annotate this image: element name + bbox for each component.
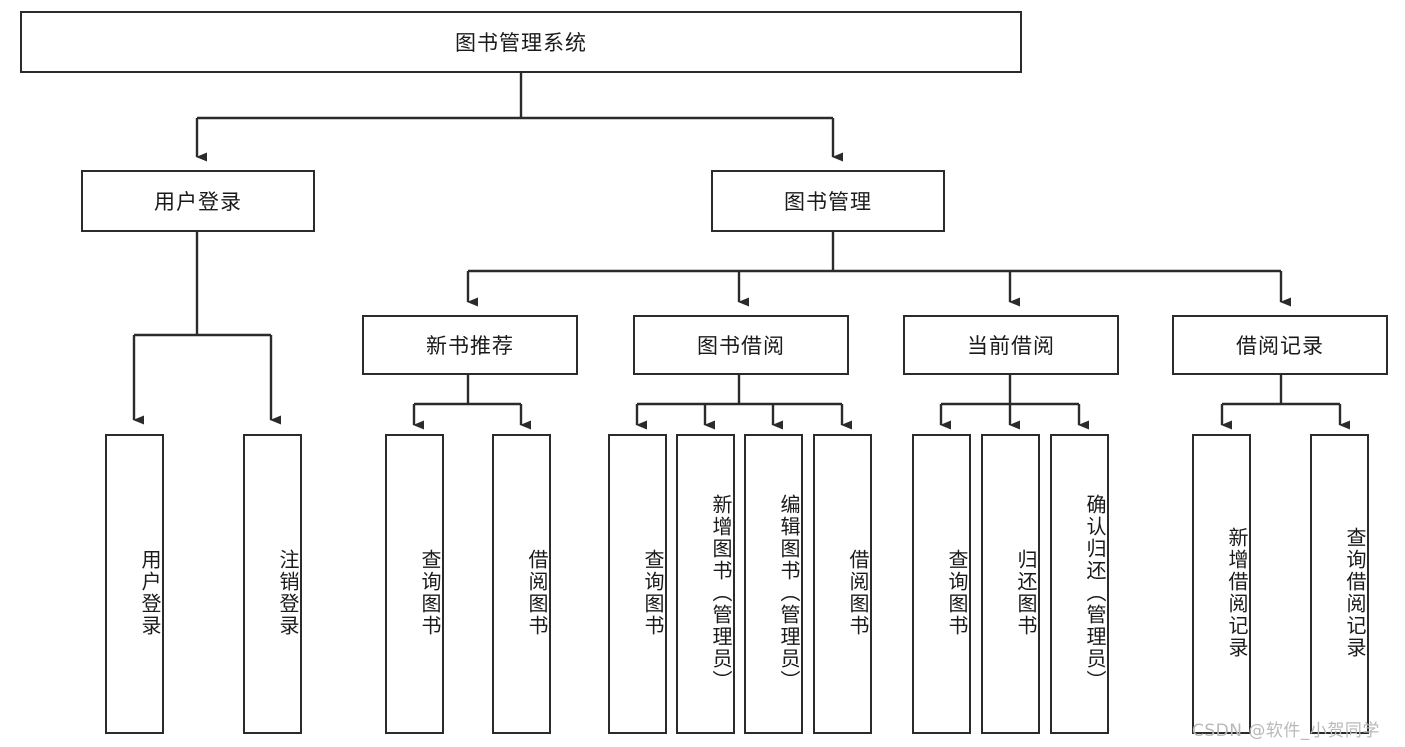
leaf-borrow-record-query[interactable]: 查询借阅记录 [1310,434,1369,734]
node-label: 查询借阅记录 [1343,527,1367,659]
node-label: 借阅图书 [525,549,549,637]
leaf-borrow-record-add[interactable]: 新增借阅记录 [1192,434,1251,734]
node-system-title[interactable]: 图书管理系统 [20,11,1022,73]
node-label: 查询图书 [945,549,969,637]
leaf-book-borrow-add[interactable]: 新增图书（管理员） [676,434,735,734]
leaf-book-borrow-borrow[interactable]: 借阅图书 [813,434,872,734]
leaf-current-borrow-return[interactable]: 归还图书 [981,434,1040,734]
node-label: 查询图书 [641,549,665,637]
node-label: 用户登录 [138,549,162,637]
node-label: 归还图书 [1014,549,1038,637]
node-label: 新增图书（管理员） [709,494,733,692]
node-label: 用户登录 [154,190,242,214]
node-label: 新书推荐 [426,334,514,358]
node-label: 借阅图书 [846,549,870,637]
node-label: 编辑图书（管理员） [777,494,801,692]
leaf-book-borrow-edit[interactable]: 编辑图书（管理员） [744,434,803,734]
node-current-borrow[interactable]: 当前借阅 [903,315,1119,375]
node-label: 当前借阅 [967,334,1055,358]
leaf-user-login-login[interactable]: 用户登录 [105,434,164,734]
csdn-watermark: CSDN @软件_小贺同学 [1192,721,1380,741]
node-label: 新增借阅记录 [1225,527,1249,659]
leaf-current-borrow-query[interactable]: 查询图书 [912,434,971,734]
leaf-book-borrow-query[interactable]: 查询图书 [608,434,667,734]
node-book-management[interactable]: 图书管理 [711,170,945,232]
node-label: 查询图书 [418,549,442,637]
node-label: 注销登录 [276,549,300,637]
node-label: 确认归还（管理员） [1083,494,1107,692]
node-label: 借阅记录 [1236,334,1324,358]
node-label: 图书管理 [784,190,872,214]
leaf-new-book-borrow[interactable]: 借阅图书 [492,434,551,734]
node-user-login[interactable]: 用户登录 [81,170,315,232]
node-label: 图书借阅 [697,334,785,358]
node-new-book-recommend[interactable]: 新书推荐 [362,315,578,375]
leaf-current-borrow-confirm[interactable]: 确认归还（管理员） [1050,434,1109,734]
node-label: 图书管理系统 [455,31,587,55]
node-borrow-record[interactable]: 借阅记录 [1172,315,1388,375]
leaf-user-login-logout[interactable]: 注销登录 [243,434,302,734]
leaf-new-book-query[interactable]: 查询图书 [385,434,444,734]
node-book-borrow[interactable]: 图书借阅 [633,315,849,375]
